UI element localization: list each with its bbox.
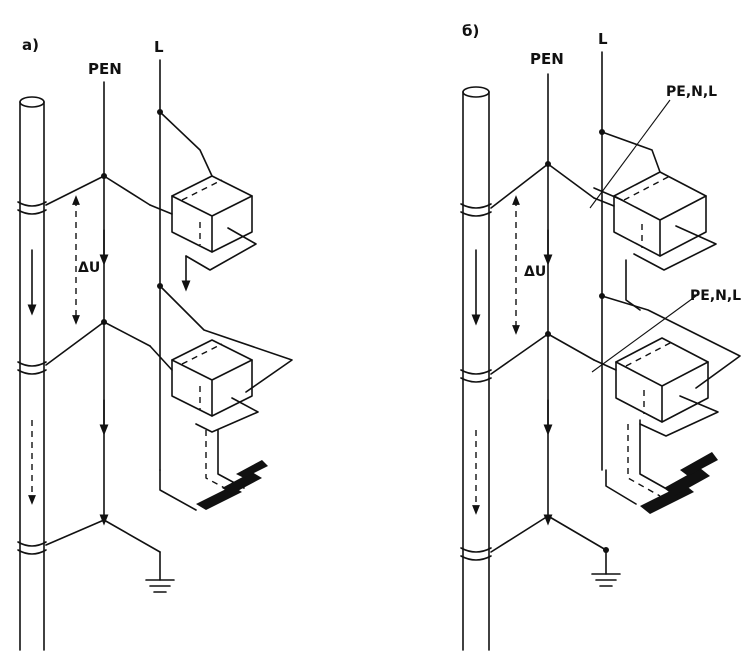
panel-a-tag: a): [22, 36, 39, 54]
panel-a-cable: [159, 429, 268, 511]
panel-b-tag: б): [462, 22, 479, 40]
panel-a-pipe: [17, 96, 47, 651]
panel-a-upper-appliance: [149, 111, 257, 292]
panel-b-l-label: L: [598, 30, 608, 48]
panel-b-cable: [605, 419, 718, 514]
panel-b-callout-bottom-leader: [591, 295, 697, 373]
panel-b-callout-top-leader: [589, 99, 671, 209]
panel-a-lower-appliance: [149, 285, 293, 433]
panel-b-pen-label: PEN: [530, 50, 564, 68]
panel-b-callout-top: PE,N,L: [666, 84, 717, 100]
panel-b: б) PEN L ΔU PE,N,L PE,N,L: [460, 22, 741, 651]
panel-a-l-label: L: [154, 38, 164, 56]
panel-b-pipe: [460, 86, 492, 651]
panel-b-du-label: ΔU: [524, 264, 546, 280]
panel-b-upper-appliance: [589, 99, 717, 311]
panel-a-du-label: ΔU: [78, 260, 100, 276]
panel-a-ground-symbol: [145, 551, 175, 593]
panel-b-lower-appliance: [591, 295, 741, 437]
panel-a-pen-label: PEN: [88, 60, 122, 78]
panel-b-callout-bottom: PE,N,L: [690, 288, 741, 304]
panel-a: a) PEN L ΔU: [17, 36, 293, 651]
panel-b-ground-symbol: [591, 549, 621, 587]
